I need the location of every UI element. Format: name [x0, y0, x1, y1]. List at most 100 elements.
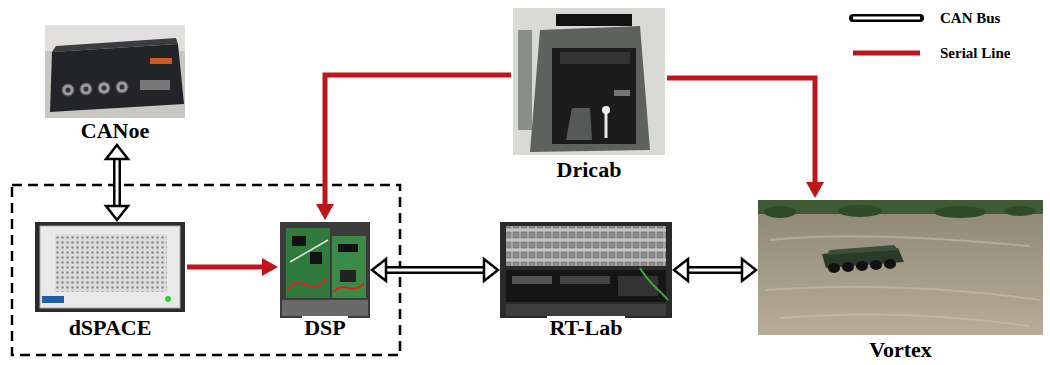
- canoe-device: CANoe: [45, 25, 185, 143]
- arrowhead: [262, 258, 278, 276]
- rt-lab-photo-part: [512, 276, 552, 284]
- rt-lab-photo-part: [506, 270, 666, 302]
- dsp-photo: [280, 222, 370, 318]
- vortex-simulation-part: [826, 245, 898, 255]
- canoe-photo-part: [62, 84, 74, 96]
- can-bus-line: [853, 14, 920, 22]
- arrowhead: [806, 182, 824, 198]
- driving-cab-photo-part: [530, 26, 650, 152]
- rt-lab-photo: [500, 222, 672, 318]
- vortex-simulator: Vortex: [758, 200, 1043, 362]
- canoe-photo-part: [140, 80, 170, 90]
- serial-link: [316, 75, 511, 220]
- dsp-photo-part: [286, 228, 330, 298]
- driving-cab-photo-part: [513, 8, 665, 155]
- dsp-photo-part: [292, 236, 306, 246]
- dsp-photo-part: [338, 244, 358, 252]
- can-bus-line: [384, 266, 486, 274]
- dsp-board: DSP: [280, 222, 370, 340]
- rt-lab-photo-part: [506, 304, 666, 316]
- dspace-photo-part: [165, 296, 171, 302]
- canoe-photo-part: [84, 87, 89, 92]
- device-label: Dricab: [555, 158, 624, 182]
- rt-lab-photo-part: [618, 276, 658, 296]
- driving-cab: Dricab: [513, 8, 665, 182]
- arrowhead: [106, 145, 128, 159]
- canoe-photo-part: [98, 82, 110, 94]
- vortex-simulation-part: [764, 206, 796, 218]
- canoe-photo-part: [45, 25, 185, 118]
- device-label: DSP: [302, 316, 348, 340]
- vortex-simulation-part: [765, 287, 1040, 300]
- device-label: Vortex: [867, 338, 934, 362]
- canoe-photo: [45, 25, 185, 118]
- device-label: dSPACE: [67, 316, 154, 340]
- driving-cab-photo-part: [605, 112, 608, 138]
- driving-cab-photo-part: [602, 106, 610, 114]
- serial-line: [853, 51, 920, 56]
- can-bus-line: [686, 266, 744, 274]
- vortex-simulation-part: [1004, 206, 1036, 216]
- can-bus-line: [384, 269, 486, 272]
- driving-cab-photo-part: [560, 52, 630, 64]
- vortex-simulation-part: [770, 236, 1030, 246]
- can-bus-swatch: [853, 18, 920, 19]
- arrowhead: [372, 259, 386, 281]
- arrowhead: [742, 259, 756, 281]
- can-bus-link: [372, 259, 498, 281]
- device-label: CANoe: [79, 119, 151, 143]
- dspace-photo-part: [42, 296, 64, 303]
- vortex-simulation-part: [884, 259, 896, 269]
- can-bus-link: [106, 145, 128, 220]
- driving-cab-photo-part: [614, 90, 630, 96]
- rt-lab-photo-part: [506, 226, 666, 266]
- vortex-simulation-part: [780, 314, 1030, 326]
- dsp-photo-part: [332, 236, 366, 298]
- dsp-photo-part: [288, 278, 326, 290]
- arrowhead: [484, 259, 498, 281]
- dspace-device: dSPACE: [35, 222, 185, 340]
- vortex-simulation-part: [758, 200, 1043, 335]
- vortex-simulation-part: [842, 262, 854, 272]
- can-bus-line: [686, 269, 744, 272]
- driving-cab-photo-part: [566, 108, 592, 140]
- canoe-photo-part: [120, 85, 125, 90]
- can-bus-line: [853, 17, 920, 20]
- driving-cab-photo-part: [552, 48, 636, 144]
- dspace-photo-part: [35, 222, 185, 312]
- vortex-simulation-part: [870, 260, 882, 270]
- can-bus-line: [116, 157, 119, 208]
- serial-link: [667, 78, 824, 198]
- dsp-photo-part: [280, 222, 370, 318]
- group-boundary: [12, 185, 400, 355]
- driving-cab-photo-part: [518, 30, 532, 130]
- dsp-photo-part: [310, 252, 322, 264]
- device-label: RT-Lab: [547, 316, 624, 340]
- canoe-photo-part: [150, 58, 172, 64]
- rt-lab-photo-part: [640, 268, 668, 300]
- dsp-photo-part: [340, 270, 356, 282]
- dsp-photo-part: [334, 284, 364, 292]
- dspace-photo-part: [55, 234, 167, 292]
- canoe-photo-part: [66, 88, 71, 93]
- vortex-simulation: [758, 200, 1043, 335]
- can-bus-link: [674, 259, 756, 281]
- vortex-simulation-part: [838, 205, 882, 217]
- driving-cab-photo: [513, 8, 665, 155]
- vortex-simulation-part: [758, 200, 1043, 214]
- dsp-photo-part: [282, 300, 368, 316]
- group-boundary-part: [12, 185, 400, 355]
- canoe-photo-part: [116, 81, 128, 93]
- rt-lab-photo-part: [560, 276, 610, 284]
- vortex-simulation-part: [828, 263, 840, 273]
- rt-lab-photo-part: [500, 222, 672, 318]
- serial-line: [667, 78, 815, 184]
- canoe-photo-part: [80, 83, 92, 95]
- arrowhead: [316, 204, 334, 220]
- serial-line-swatch: [853, 53, 920, 54]
- arrowhead: [674, 259, 688, 281]
- serial-line: [325, 75, 511, 206]
- arrowhead: [106, 206, 128, 220]
- driving-cab-photo-part: [556, 14, 632, 26]
